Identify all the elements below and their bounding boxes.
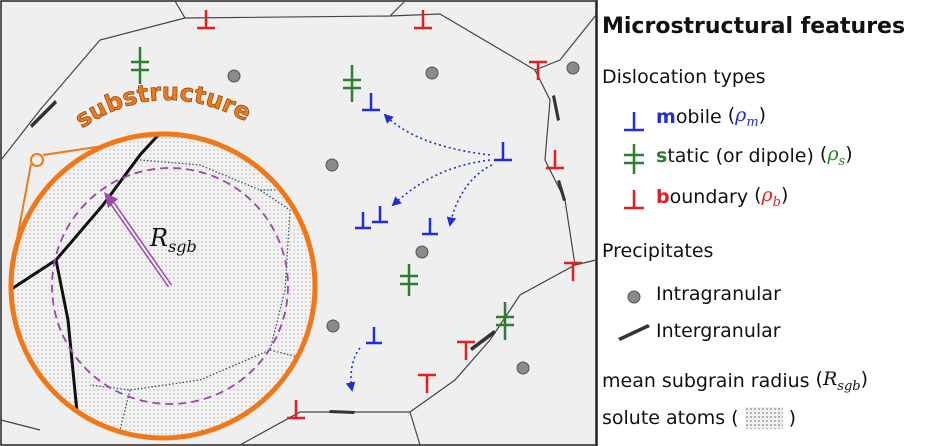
glide-arrows xyxy=(345,113,493,392)
legend-static-icon xyxy=(624,144,644,174)
legend-mobile-icon xyxy=(624,112,644,132)
mobile-dislocations xyxy=(355,93,512,345)
static-dislocations xyxy=(131,47,514,340)
legend-title: Microstructural features xyxy=(602,14,906,39)
substructure-zoom xyxy=(8,131,318,441)
legend-intergranular: Intergranular xyxy=(656,320,781,342)
legend-subgrain-radius: mean subgrain radius (Rsgb) xyxy=(602,368,869,394)
legend-intragranular-icon xyxy=(627,290,641,304)
zoom-circle-outline xyxy=(8,131,318,441)
intragranular-precipitates xyxy=(227,61,580,375)
legend-panel: Microstructural features Dislocation typ… xyxy=(598,0,925,446)
legend-boundary-icon xyxy=(624,190,644,210)
boundary-dislocations xyxy=(197,10,582,420)
intergranular-precipitates xyxy=(30,95,566,414)
legend-intergranular-icon xyxy=(618,324,650,341)
solute-swatch xyxy=(744,407,783,429)
legend-symbols xyxy=(618,112,650,341)
dislocation-types-heading: Dislocation types xyxy=(602,66,766,88)
legend-intragranular: Intragranular xyxy=(656,283,781,305)
radius-label: Rsgb xyxy=(149,224,197,256)
precipitates-heading: Precipitates xyxy=(602,240,714,262)
legend-solute-atoms: solute atoms () xyxy=(602,407,797,429)
